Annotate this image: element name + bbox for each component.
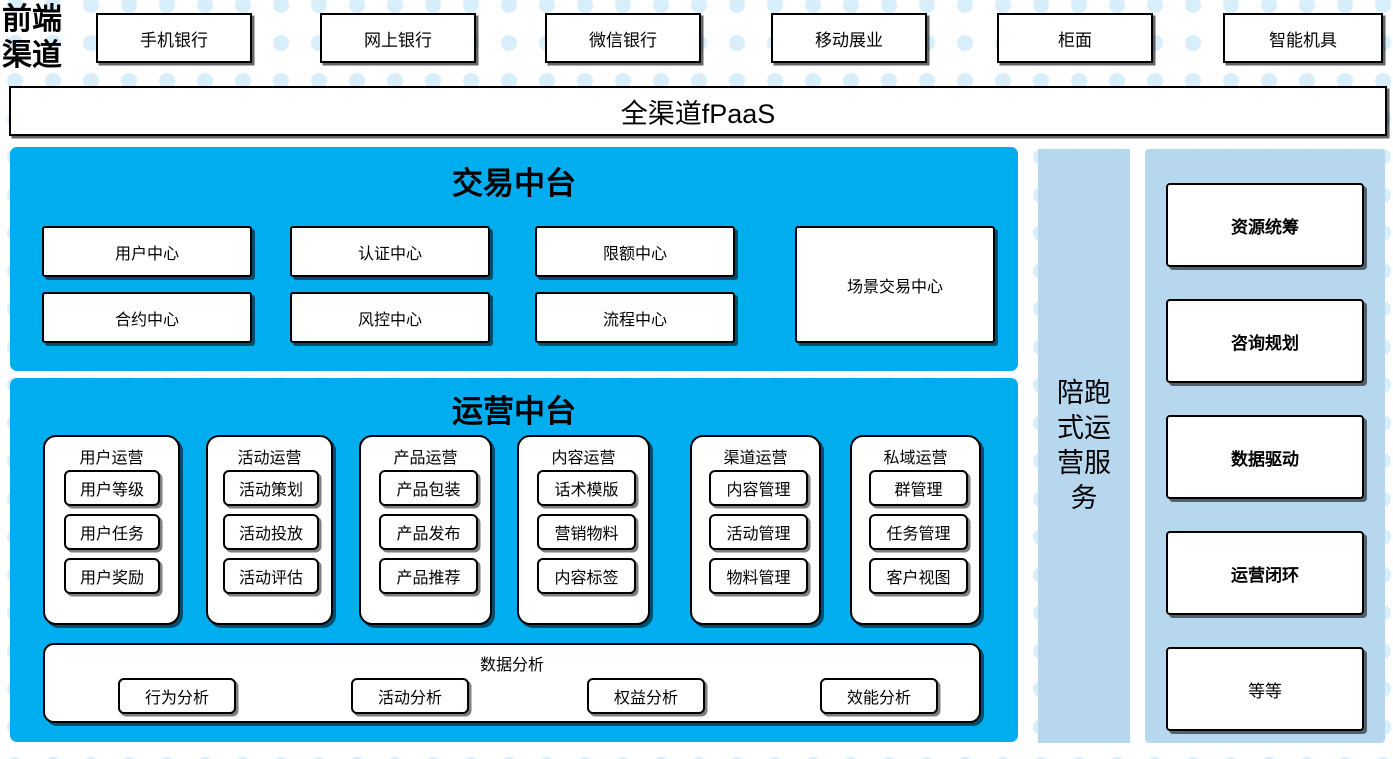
op-item[interactable]: 活动投放 — [223, 514, 319, 550]
capability-column-panel: 资源统筹 咨询规划 数据驱动 运营闭环 等等 — [1145, 149, 1385, 743]
channel-label: 手机银行 — [140, 30, 208, 50]
capability-box-resource-coordination[interactable]: 资源统筹 — [1166, 183, 1364, 267]
op-group-channel-operation: 渠道运营 内容管理 活动管理 物料管理 — [690, 435, 821, 625]
op-item[interactable]: 营销物料 — [537, 514, 636, 550]
op-item[interactable]: 用户奖励 — [64, 558, 160, 594]
fpaas-bar[interactable]: 全渠道fPaaS — [9, 86, 1387, 136]
service-label-line2: 式运 — [1057, 413, 1111, 443]
trade-box-label: 场景交易中心 — [846, 278, 943, 296]
channel-label: 柜面 — [1058, 30, 1092, 50]
channel-label: 网上银行 — [364, 30, 432, 50]
op-group-user-operation: 用户运营 用户等级 用户任务 用户奖励 — [43, 435, 180, 625]
operation-center-panel: 运营中台 用户运营 用户等级 用户任务 用户奖励 活动运营 活动策划 活动投放 … — [10, 378, 1018, 742]
channel-box-mobile-business[interactable]: 移动展业 — [771, 13, 927, 63]
op-group-content-operation: 内容运营 话术模版 营销物料 内容标签 — [517, 435, 650, 625]
service-column-panel: 陪跑 式运 营服 务 — [1038, 149, 1130, 743]
op-item[interactable]: 用户等级 — [64, 470, 160, 506]
op-item[interactable]: 客户视图 — [869, 558, 968, 594]
trade-box-label: 认证中心 — [357, 245, 422, 263]
op-group-title: 产品运营 — [393, 450, 458, 467]
op-group-title: 活动运营 — [237, 450, 302, 467]
service-column-label: 陪跑 式运 营服 务 — [1038, 376, 1130, 516]
op-item[interactable]: 用户任务 — [64, 514, 160, 550]
analysis-item-efficiency[interactable]: 效能分析 — [820, 678, 938, 714]
op-item[interactable]: 内容标签 — [537, 558, 636, 594]
op-item[interactable]: 产品发布 — [379, 514, 478, 550]
op-item[interactable]: 产品推荐 — [379, 558, 478, 594]
op-item[interactable]: 任务管理 — [869, 514, 968, 550]
channel-box-mobile-bank[interactable]: 手机银行 — [96, 13, 252, 63]
op-group-activity-operation: 活动运营 活动策划 活动投放 活动评估 — [206, 435, 333, 625]
channel-label: 移动展业 — [815, 30, 883, 50]
trade-box-label: 用户中心 — [114, 245, 179, 263]
trade-box-label: 流程中心 — [602, 311, 667, 329]
trade-box-user-center[interactable]: 用户中心 — [42, 226, 252, 277]
op-item[interactable]: 产品包装 — [379, 470, 478, 506]
front-channel-label-line2: 渠道 — [2, 39, 62, 72]
service-label-line3: 营服 — [1057, 448, 1111, 478]
channel-label: 微信银行 — [589, 30, 657, 50]
op-item[interactable]: 活动评估 — [223, 558, 319, 594]
trade-box-label: 风控中心 — [357, 311, 422, 329]
op-group-title: 内容运营 — [551, 450, 616, 467]
op-item[interactable]: 话术模版 — [537, 470, 636, 506]
data-analysis-title: 数据分析 — [479, 657, 544, 674]
op-item[interactable]: 活动管理 — [709, 514, 808, 550]
channel-label: 智能机具 — [1269, 30, 1337, 50]
capability-box-operation-closed-loop[interactable]: 运营闭环 — [1166, 531, 1364, 615]
op-item[interactable]: 物料管理 — [709, 558, 808, 594]
operation-center-title: 运营中台 — [452, 394, 576, 429]
analysis-item-activity[interactable]: 活动分析 — [351, 678, 469, 714]
op-group-title: 渠道运营 — [723, 450, 788, 467]
op-group-title: 私域运营 — [883, 450, 948, 467]
trade-box-auth-center[interactable]: 认证中心 — [290, 226, 490, 277]
op-group-title: 用户运营 — [79, 450, 144, 467]
op-group-private-domain-operation: 私域运营 群管理 任务管理 客户视图 — [850, 435, 981, 625]
analysis-item-behavior[interactable]: 行为分析 — [118, 678, 236, 714]
op-group-product-operation: 产品运营 产品包装 产品发布 产品推荐 — [359, 435, 492, 625]
trade-box-contract-center[interactable]: 合约中心 — [42, 292, 252, 343]
op-item[interactable]: 内容管理 — [709, 470, 808, 506]
trade-center-panel: 交易中台 用户中心 认证中心 限额中心 合约中心 风控中心 流程中心 场景交易中… — [10, 147, 1018, 371]
trade-box-label: 合约中心 — [114, 311, 179, 329]
trade-box-limit-center[interactable]: 限额中心 — [535, 226, 735, 277]
op-item[interactable]: 活动策划 — [223, 470, 319, 506]
trade-box-scene-trade-center[interactable]: 场景交易中心 — [795, 226, 995, 343]
analysis-item-rights[interactable]: 权益分析 — [587, 678, 705, 714]
capability-box-consulting-planning[interactable]: 咨询规划 — [1166, 299, 1364, 383]
trade-center-title: 交易中台 — [452, 166, 576, 201]
front-channel-label: 前端 渠道 — [2, 2, 88, 78]
channel-box-online-bank[interactable]: 网上银行 — [320, 13, 476, 63]
fpaas-label: 全渠道fPaaS — [620, 98, 776, 129]
channel-box-wechat-bank[interactable]: 微信银行 — [545, 13, 701, 63]
capability-box-data-driven[interactable]: 数据驱动 — [1166, 415, 1364, 499]
trade-box-label: 限额中心 — [602, 245, 667, 263]
front-channel-label-line1: 前端 — [2, 3, 62, 36]
trade-box-process-center[interactable]: 流程中心 — [535, 292, 735, 343]
service-label-line4: 务 — [1070, 483, 1098, 513]
trade-box-risk-center[interactable]: 风控中心 — [290, 292, 490, 343]
capability-box-etc[interactable]: 等等 — [1166, 647, 1364, 731]
service-label-line1: 陪跑 — [1057, 378, 1111, 408]
data-analysis-card: 数据分析 行为分析 活动分析 权益分析 效能分析 — [43, 643, 981, 723]
channel-box-smart-machine[interactable]: 智能机具 — [1223, 13, 1383, 63]
op-item[interactable]: 群管理 — [869, 470, 968, 506]
channel-box-counter[interactable]: 柜面 — [997, 13, 1153, 63]
